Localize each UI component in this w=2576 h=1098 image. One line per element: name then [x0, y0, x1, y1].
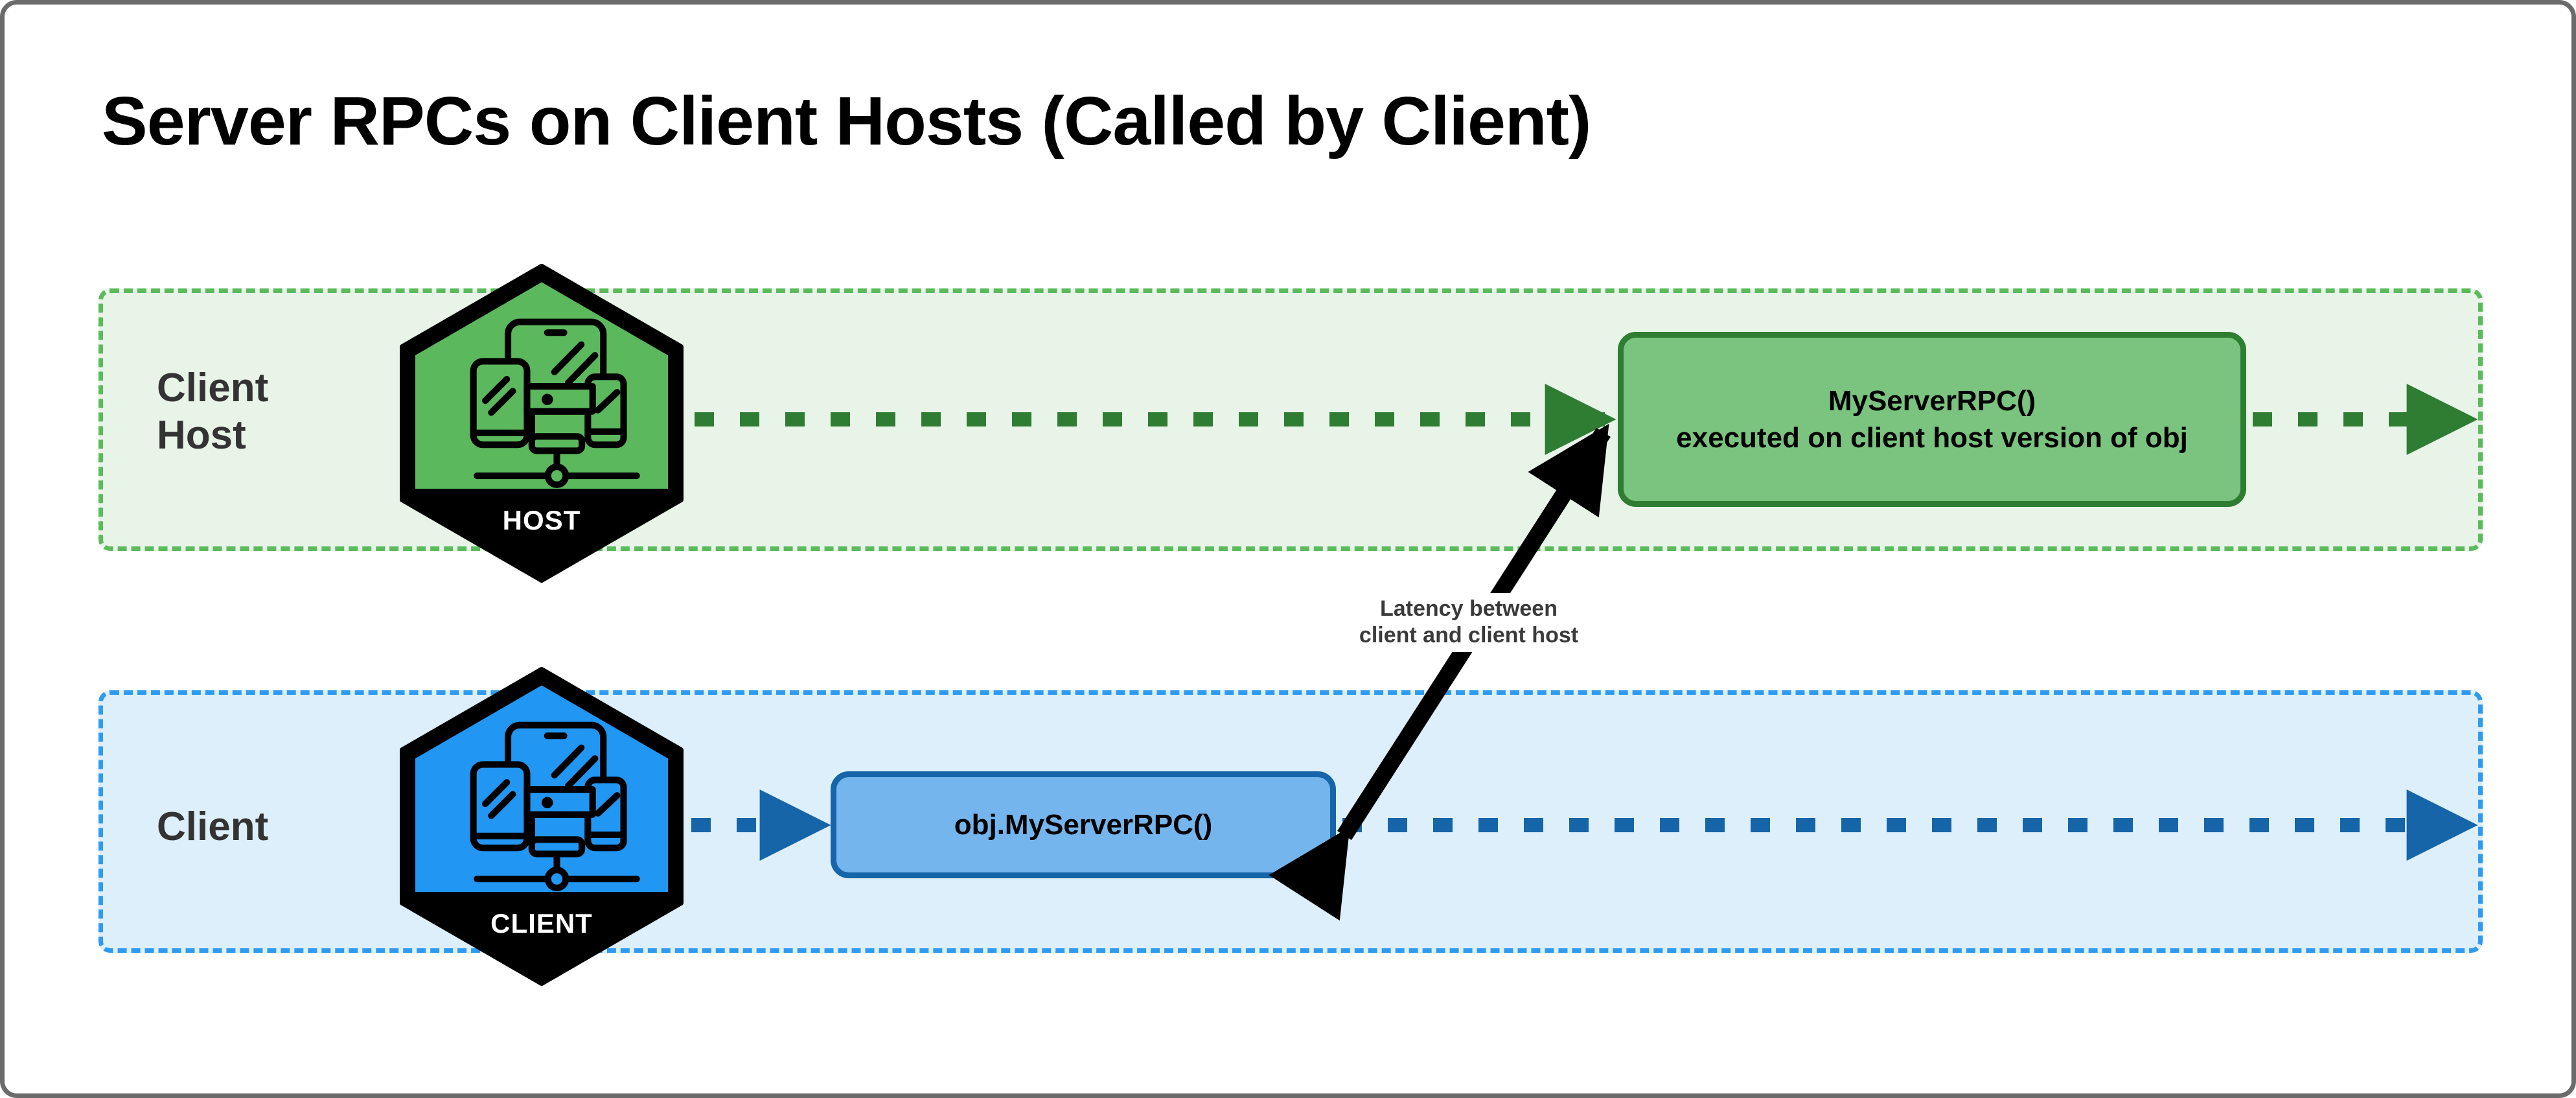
host-badge-graphic [400, 264, 684, 583]
client-badge-graphic [400, 667, 684, 986]
devices-network-icon [470, 318, 640, 488]
server-rpc-box[interactable]: MyServerRPC() executed on client host ve… [1618, 332, 2246, 507]
client-call-box-line1: obj.MyServerRPC() [954, 808, 1213, 841]
lane-label-client-host-line1: Client [157, 366, 269, 410]
page-title: Server RPCs on Client Hosts (Called by C… [102, 83, 1591, 159]
client-call-box[interactable]: obj.MyServerRPC() [831, 771, 1336, 878]
server-rpc-box-line2: executed on client host version of obj [1676, 422, 2188, 454]
host-badge-label: HOST [502, 505, 581, 535]
lane-label-client-host: Client Host [157, 364, 268, 459]
latency-annotation-line1: Latency between [1380, 596, 1558, 621]
latency-annotation-line2: client and client host [1359, 623, 1579, 648]
lane-label-client-host-line2: Host [157, 413, 246, 458]
client-badge[interactable]: CLIENT [400, 667, 684, 986]
server-rpc-box-line1: MyServerRPC() [1828, 384, 2036, 417]
latency-annotation: Latency between client and client host [1336, 593, 1602, 652]
devices-network-icon [470, 721, 640, 891]
host-badge[interactable]: HOST [400, 264, 684, 583]
lane-label-client: Client [157, 803, 268, 850]
lane-label-client-line1: Client [157, 804, 269, 849]
client-badge-label: CLIENT [490, 908, 593, 939]
